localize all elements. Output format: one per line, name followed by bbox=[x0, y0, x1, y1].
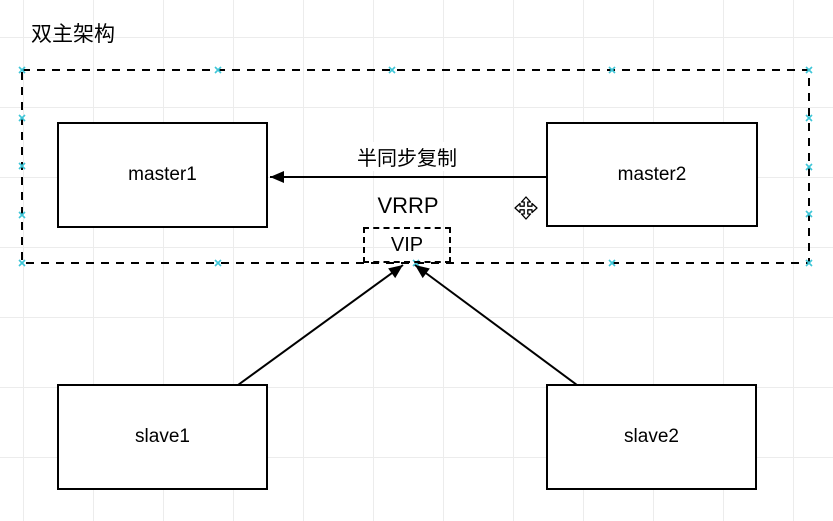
connection-point-x-mark bbox=[805, 210, 813, 218]
connection-point-x-mark bbox=[805, 163, 813, 171]
connection-point-x-mark bbox=[214, 66, 222, 74]
node-master1-label: master1 bbox=[128, 164, 197, 185]
connection-point-x-mark bbox=[18, 114, 26, 122]
node-slave1-label: slave1 bbox=[135, 426, 190, 447]
connection-point-x-mark bbox=[388, 66, 396, 74]
node-slave1[interactable]: slave1 bbox=[57, 384, 268, 490]
connection-point-x-mark bbox=[805, 114, 813, 122]
diagram-title[interactable]: 双主架构 bbox=[31, 23, 115, 46]
node-master2[interactable]: master2 bbox=[546, 122, 758, 227]
move-cursor-icon bbox=[514, 196, 538, 220]
connection-point-marks bbox=[18, 66, 813, 267]
connection-point-x-mark bbox=[608, 259, 616, 267]
connection-point-x-mark bbox=[18, 66, 26, 74]
node-slave2[interactable]: slave2 bbox=[546, 384, 757, 490]
connection-point-x-mark bbox=[18, 162, 26, 170]
edge-label-replication[interactable]: 半同步复制 bbox=[354, 142, 460, 171]
edge-slave2-to-vip[interactable] bbox=[414, 264, 578, 386]
vrrp-label[interactable]: VRRP bbox=[377, 193, 439, 218]
connection-point-x-mark bbox=[18, 211, 26, 219]
node-master1[interactable]: master1 bbox=[57, 122, 268, 228]
node-master2-label: master2 bbox=[617, 163, 687, 185]
connection-point-x-mark bbox=[805, 66, 813, 74]
node-slave2-label: slave2 bbox=[624, 426, 679, 447]
connection-point-x-mark bbox=[18, 259, 26, 267]
connection-point-x-mark bbox=[608, 66, 616, 74]
connection-point-x-mark bbox=[214, 259, 222, 267]
node-vip[interactable]: VIP bbox=[363, 227, 451, 263]
edge-slave1-to-vip[interactable] bbox=[237, 264, 404, 386]
connection-point-x-mark bbox=[805, 259, 813, 267]
node-vip-label: VIP bbox=[390, 233, 424, 256]
